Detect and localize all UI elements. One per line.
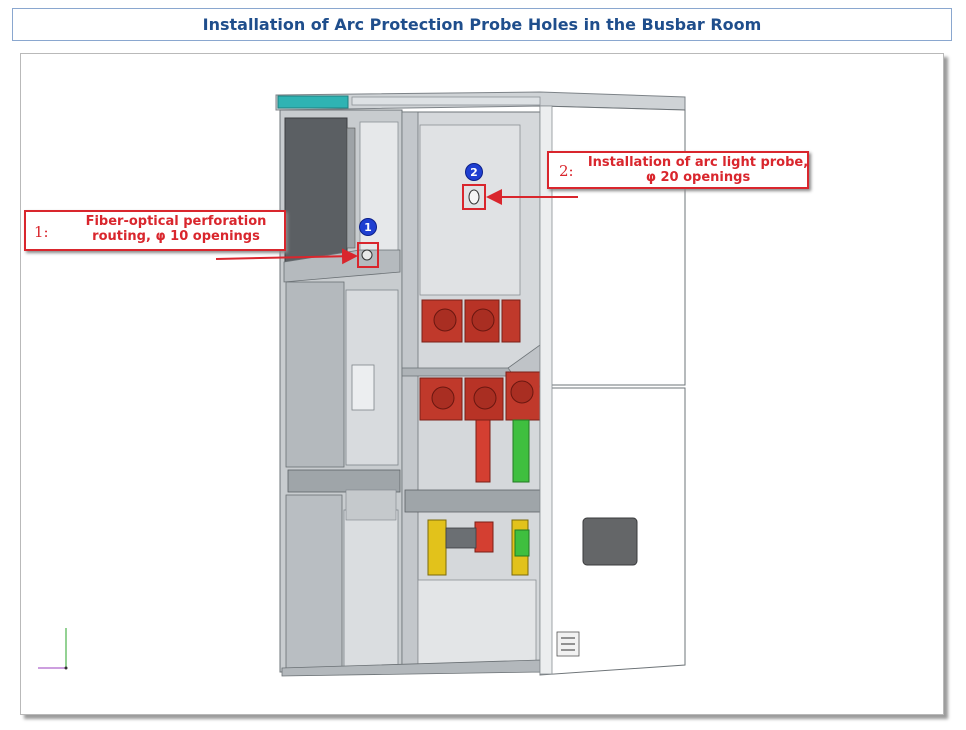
left-dark-panel [284,117,348,271]
page-title: Installation of Arc Protection Probe Hol… [202,15,762,34]
probe-hole-1-highlight [357,242,379,268]
left-mid-plate [351,364,375,411]
dark-lower-bracket [445,527,477,549]
callout-2-text: Installation of arc light probe, φ 20 op… [587,155,809,185]
terminal-strip [346,127,356,249]
top-bar [351,96,541,106]
marker-1: 1 [359,218,377,236]
yellow-part-left [427,519,447,576]
right-door-upper [539,105,686,386]
lower-insulator-3 [510,380,534,404]
upper-insulator-1 [433,308,457,332]
teal-lid [277,95,349,109]
right-door-hinge-strip [539,105,553,675]
arrow-1 [215,248,358,265]
red-vertical-busbar [475,419,491,483]
callout-2-number: 2: [559,162,574,180]
probe-hole-2-highlight [462,184,486,210]
probe-hole-2 [468,189,480,205]
middle-bottom-panel [417,579,537,671]
left-mid-panel [285,281,345,468]
lower-insulator-1 [431,386,455,410]
viewing-window [582,517,638,566]
callout-1-text: Fiber-optical perforation routing, φ 10 … [85,214,267,244]
left-inner-light [359,121,399,258]
middle-lower-frame [404,489,541,513]
green-lower-clamp [514,529,530,557]
middle-vertical-post [401,111,419,673]
marker-2: 2 [465,163,483,181]
left-lower-gap [345,489,397,521]
upper-insulator-2 [471,308,495,332]
axis-origin [64,666,68,670]
red-lower-clamp [474,521,494,553]
callout-1-number: 1: [34,223,49,241]
upper-busbar-right [501,299,521,343]
title-bar: Installation of Arc Protection Probe Hol… [12,8,952,41]
callout-2: 2: Installation of arc light probe, φ 20… [547,151,809,189]
callout-1: 1: Fiber-optical perforation routing, φ … [24,210,286,251]
lower-insulator-2 [473,386,497,410]
left-lower-panel [285,494,343,671]
green-vertical-busbar [512,419,530,483]
left-lower-inner [343,509,399,669]
probe-hole-1 [361,249,373,261]
left-lower-frame [287,469,401,493]
